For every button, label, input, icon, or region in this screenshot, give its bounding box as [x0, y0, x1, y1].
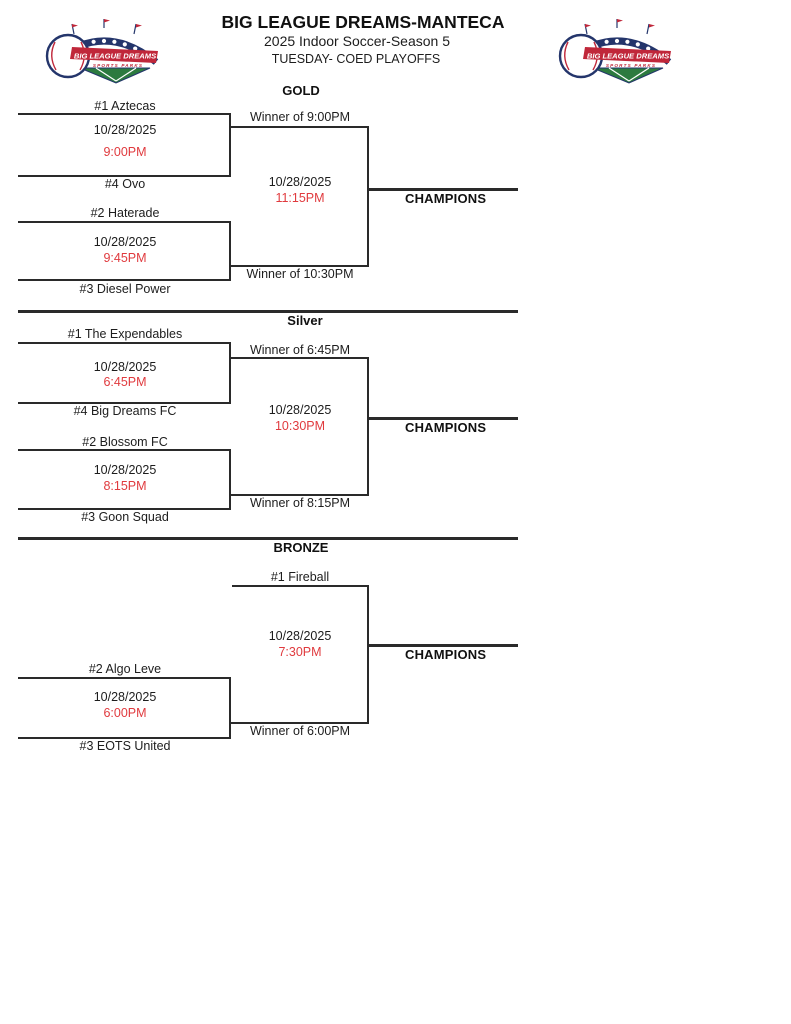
final-date: 10/28/2025 — [268, 403, 332, 417]
big-league-dreams-logo-left: BIG LEAGUE DREAMS SPORTS PARKS — [45, 19, 159, 84]
winner-label: Winner of 10:30PM — [246, 267, 354, 281]
match-time: 9:00PM — [103, 145, 147, 159]
match-time: 8:15PM — [103, 479, 147, 493]
team-name: #1 Fireball — [270, 570, 330, 584]
winner-label: Winner of 9:00PM — [249, 110, 351, 124]
winner-label: Winner of 6:45PM — [249, 343, 351, 357]
field-lines — [95, 67, 137, 82]
division-header-silver: Silver — [287, 313, 323, 328]
final-date: 10/28/2025 — [268, 629, 332, 643]
match-time: 6:00PM — [103, 706, 147, 720]
match-time: 6:45PM — [103, 375, 147, 389]
champions-line — [369, 644, 518, 647]
final-date: 10/28/2025 — [268, 175, 332, 189]
bracket-line — [229, 342, 231, 404]
event-name: TUESDAY- COED PLAYOFFS — [271, 52, 441, 66]
team-name: #2 Algo Leve — [88, 662, 162, 676]
division-header-gold: GOLD — [282, 83, 320, 98]
match-date: 10/28/2025 — [93, 360, 157, 374]
bracket-line — [18, 508, 231, 510]
bracket-line — [229, 221, 231, 281]
page-subtitle: 2025 Indoor Soccer-Season 5 — [263, 33, 451, 49]
baseball-field — [592, 67, 664, 84]
match-date: 10/28/2025 — [93, 235, 157, 249]
bracket-line — [231, 357, 369, 359]
section-divider — [18, 310, 518, 313]
winner-label: Winner of 6:00PM — [249, 724, 351, 738]
team-name: #3 EOTS United — [79, 739, 171, 753]
bracket-line — [232, 585, 369, 587]
winner-label: Winner of 8:15PM — [249, 496, 351, 510]
logo-sub-text: SPORTS PARKS — [93, 63, 143, 68]
match-date: 10/28/2025 — [93, 123, 157, 137]
match-time: 9:45PM — [103, 251, 147, 265]
team-name: #4 Big Dreams FC — [73, 404, 177, 418]
match-date: 10/28/2025 — [93, 690, 157, 704]
champions-line — [369, 417, 518, 420]
bracket-line — [229, 677, 231, 739]
team-name: #2 Haterade — [90, 206, 160, 220]
team-name: #3 Goon Squad — [81, 510, 169, 524]
bracket-line — [367, 357, 369, 496]
bracket-line — [18, 221, 231, 223]
bracket-line — [18, 449, 231, 451]
bracket-line — [367, 585, 369, 724]
champions-label: CHAMPIONS — [405, 647, 487, 662]
final-time: 11:15PM — [275, 191, 325, 205]
bracket-line — [18, 279, 231, 281]
bracket-line — [229, 449, 231, 510]
bracket-line — [18, 113, 231, 115]
logo-banner-text: BIG LEAGUE DREAMS — [587, 52, 669, 61]
page-title: BIG LEAGUE DREAMS-MANTECA — [221, 12, 505, 32]
bracket-line — [231, 722, 369, 724]
logo-sub-text: SPORTS PARKS — [606, 63, 656, 68]
final-time: 7:30PM — [278, 645, 322, 659]
flag-pennants — [585, 19, 655, 28]
division-header-bronze: BRONZE — [273, 540, 329, 555]
bracket-line — [18, 342, 231, 344]
champions-label: CHAMPIONS — [405, 420, 487, 435]
big-league-dreams-logo-right: BIG LEAGUE DREAMS SPORTS PARKS — [558, 19, 672, 84]
champions-line — [369, 188, 518, 191]
field-lines — [608, 67, 650, 82]
final-time: 10:30PM — [274, 419, 326, 433]
baseball-field — [79, 67, 151, 84]
team-name: #1 The Expendables — [67, 327, 183, 341]
match-date: 10/28/2025 — [93, 463, 157, 477]
team-name: #1 Aztecas — [94, 99, 156, 113]
bracket-line — [231, 494, 369, 496]
section-divider — [18, 537, 518, 540]
flag-pennants — [72, 19, 142, 28]
logo-banner — [583, 47, 671, 63]
bracket-line — [18, 737, 231, 739]
bracket-line — [231, 265, 369, 267]
bracket-line — [231, 126, 369, 128]
bracket-line — [229, 113, 231, 177]
bracket-line — [367, 126, 369, 267]
bracket-line — [18, 175, 231, 177]
champions-label: CHAMPIONS — [405, 191, 487, 206]
bracket-line — [18, 677, 231, 679]
logo-banner-text: BIG LEAGUE DREAMS — [74, 52, 156, 61]
logo-banner — [70, 47, 158, 63]
team-name: #3 Diesel Power — [79, 282, 171, 296]
bracket-line — [18, 402, 231, 404]
team-name: #4 Ovo — [104, 177, 146, 191]
team-name: #2 Blossom FC — [82, 435, 168, 449]
